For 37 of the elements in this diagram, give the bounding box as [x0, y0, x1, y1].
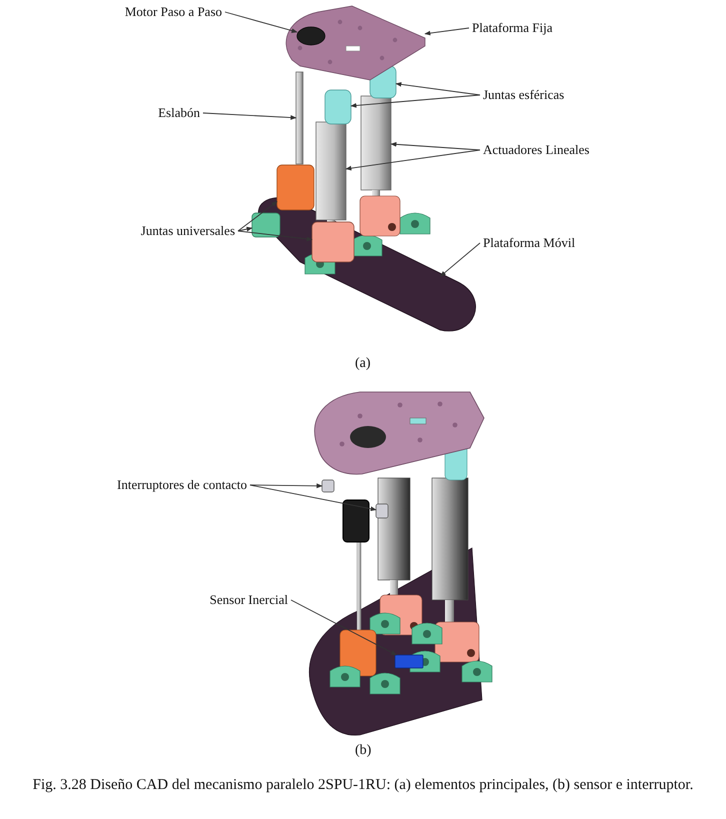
callout-text: Plataforma Fija: [472, 20, 553, 36]
leader-line: [202, 112, 297, 120]
panel-label: (b): [355, 743, 372, 759]
callout-text: Motor Paso a Paso: [124, 4, 222, 20]
callout-text: Interruptores de contacto: [117, 477, 247, 493]
leader-line: [345, 150, 480, 171]
motor-disc: [296, 26, 326, 46]
callout-text: Actuadores Lineales: [483, 142, 590, 158]
callout-text: Juntas universales: [140, 223, 235, 239]
callout-text: Plataforma Móvil: [483, 235, 576, 251]
linear-actuator: [316, 122, 346, 220]
callout-text: Sensor Inercial: [210, 592, 288, 608]
fixed-platform: [286, 6, 426, 80]
callout-text: Eslabón: [158, 105, 200, 121]
contact-switch: [322, 480, 334, 492]
leader-line: [224, 12, 298, 33]
leader-line: [440, 242, 480, 277]
linear-actuator: [360, 96, 392, 190]
leader-line: [250, 483, 323, 488]
callout-text: Juntas esféricas: [483, 87, 564, 103]
panel-label: (a): [355, 356, 371, 372]
leader-line: [424, 28, 470, 36]
leader-line: [238, 201, 278, 232]
universal-joint: [252, 212, 280, 238]
leader-line: [238, 226, 253, 232]
spherical-joint: [324, 90, 352, 124]
leader-line: [350, 94, 480, 108]
link-rod: [296, 72, 304, 164]
contact-switch: [376, 504, 388, 518]
universal-joint: [276, 164, 314, 210]
leader-line: [250, 484, 377, 512]
leader-line: [238, 230, 313, 242]
leader-line: [390, 142, 480, 150]
leader-line: [290, 600, 398, 656]
leader-line: [395, 82, 480, 96]
inertial-sensor: [394, 654, 424, 668]
figure-caption: Fig. 3.28 Diseño CAD del mecanismo paralelo 2SPU-1RU: (a) elementos principales, (b) sensor e interruptor.: [32, 776, 694, 794]
